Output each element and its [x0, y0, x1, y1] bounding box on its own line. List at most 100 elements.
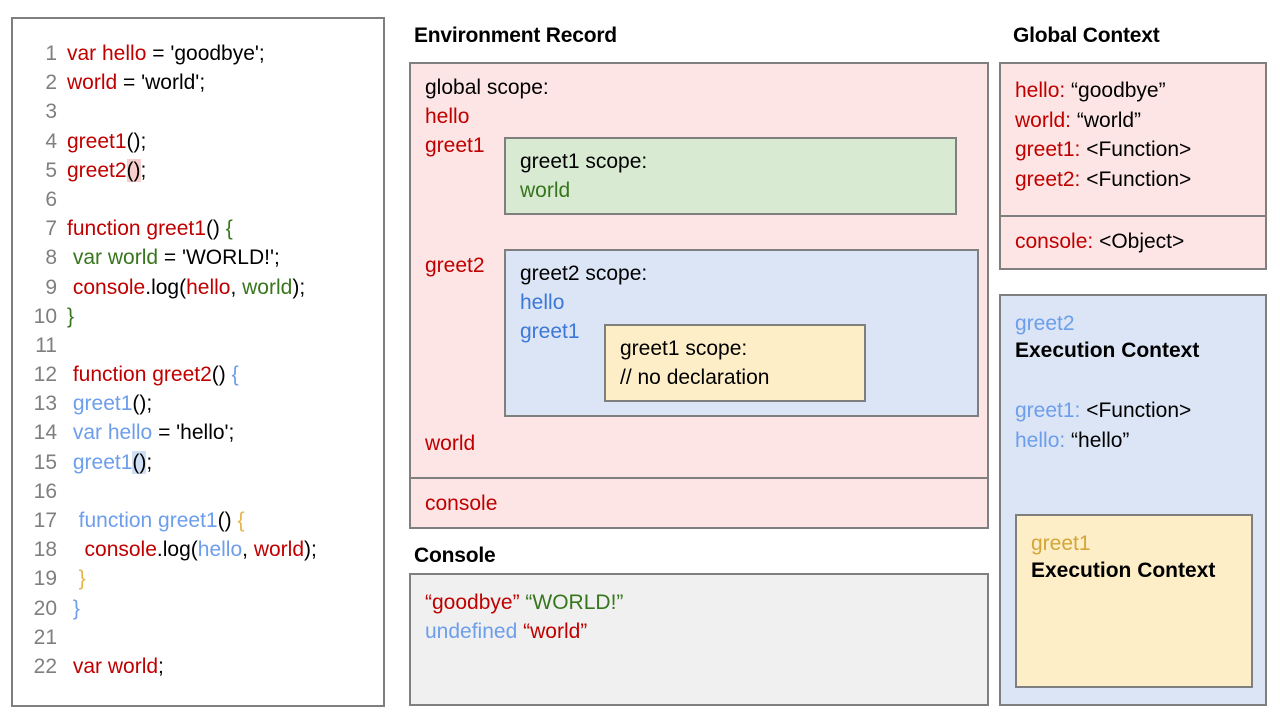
code-line-number: 18 [33, 538, 57, 562]
greet2-execution-context-name: greet2 [1015, 312, 1075, 335]
code-line: 9 console.log(hello, world); [13, 273, 383, 302]
code-token: () [132, 450, 147, 474]
code-token [67, 538, 85, 561]
context-entry-value: <Function> [1086, 138, 1192, 161]
code-token: () [205, 217, 226, 241]
code-token: () [217, 509, 238, 532]
greet1-execution-context-box: greet1 Execution Context [1015, 514, 1253, 688]
code-line: 21 [13, 623, 383, 652]
code-line-text: var world; [57, 652, 164, 681]
code-token: “world” [523, 620, 588, 643]
code-line-number: 15 [33, 450, 57, 474]
code-token: var world [72, 654, 159, 678]
code-token: = 'goodbye'; [146, 42, 265, 65]
code-line: 11 [13, 331, 383, 360]
code-line-number: 14 [33, 421, 57, 445]
code-line-number: 6 [45, 187, 57, 211]
code-token: world [253, 538, 304, 562]
code-line: 13 greet1(); [13, 389, 383, 418]
code-token: hello [197, 538, 243, 562]
code-token: } [67, 304, 75, 328]
code-token: var hello [67, 42, 147, 65]
context-entry: greet1: <Function> [1015, 135, 1191, 165]
code-token: var hello [72, 421, 153, 445]
context-entry: greet1: <Function> [1015, 396, 1191, 426]
code-token: “goodbye” [425, 591, 520, 614]
code-line-text: var world = 'WORLD!'; [57, 243, 280, 272]
code-token: greet2 [67, 158, 127, 182]
code-token: hello [186, 275, 231, 299]
global-context-divider [1001, 215, 1265, 217]
code-line-text: greet2(); [57, 156, 146, 185]
code-token: { [231, 363, 239, 387]
code-line-text: } [57, 594, 80, 623]
code-token: console [72, 275, 146, 299]
code-line-number: 2 [45, 71, 57, 95]
greet1-inner-scope-box: greet1 scope: // no declaration [604, 324, 866, 402]
context-entry: console: <Object> [1015, 227, 1184, 257]
code-line-number: 19 [33, 567, 57, 591]
global-var-hello: hello [425, 105, 470, 128]
code-token: { [237, 509, 245, 532]
code-token: world [242, 275, 293, 299]
code-token: (); [132, 392, 153, 416]
code-line-text: var hello = 'goodbye'; [57, 39, 265, 68]
code-token: = 'hello'; [152, 421, 235, 445]
code-token: () [211, 363, 232, 387]
context-entry-value: “world” [1076, 108, 1142, 132]
environment-record-title: Environment Record [414, 24, 617, 47]
console-line: undefined “world” [425, 617, 623, 646]
code-line-number: 8 [45, 246, 57, 270]
code-line-number: 1 [45, 42, 57, 65]
greet2-scope-var-greet1: greet1 [520, 320, 580, 343]
code-token: function greet1 [67, 217, 206, 241]
code-line-text: var hello = 'hello'; [57, 418, 235, 447]
code-token: .log( [145, 275, 187, 299]
code-line-number: 20 [33, 596, 57, 620]
greet1-execution-context-heading: Execution Context [1031, 559, 1216, 582]
code-token: , [230, 275, 243, 299]
context-entry-value: <Function> [1086, 167, 1192, 191]
greet1-scope-box: greet1 scope: world [504, 137, 957, 215]
code-token: ); [304, 538, 317, 562]
greet2-execution-context-heading: Execution Context [1015, 339, 1200, 362]
code-token: { [225, 217, 233, 241]
environment-record-divider [411, 477, 987, 479]
context-entry: world: “world” [1015, 106, 1191, 136]
global-context-entry-list: hello: “goodbye”world: “world”greet1: <F… [1015, 76, 1191, 194]
context-entry-key: greet1: [1015, 138, 1087, 161]
code-token: ; [140, 158, 147, 182]
code-line: 20 } [13, 594, 383, 623]
code-line-text: greet1(); [57, 127, 146, 156]
context-entry-value: <Object> [1099, 230, 1185, 253]
context-entry: hello: “hello” [1015, 426, 1191, 456]
code-token: = 'WORLD!'; [158, 246, 280, 270]
context-entry: greet2: <Function> [1015, 165, 1191, 195]
code-line-text: console.log(hello, world); [57, 273, 305, 302]
greet2-scope-box: greet2 scope: hello greet1 greet1 scope:… [504, 249, 979, 417]
code-line-number: 5 [45, 158, 57, 182]
greet1-inner-scope-note: // no declaration [620, 366, 770, 389]
context-entry-key: console: [1015, 230, 1100, 253]
context-entry-value: <Function> [1086, 399, 1192, 422]
code-line-text: function greet1() { [57, 214, 233, 243]
context-entry-key: world: [1015, 108, 1077, 132]
code-line-text: world = 'world'; [57, 68, 205, 97]
console-title: Console [414, 544, 496, 567]
code-line: 17 function greet1() { [13, 506, 383, 535]
code-token: () [126, 158, 141, 182]
code-line-number: 12 [33, 363, 57, 387]
code-token [67, 509, 79, 532]
code-token [67, 567, 79, 590]
greet1-inner-scope-label: greet1 scope: [620, 337, 748, 360]
code-line: 19 } [13, 564, 383, 593]
code-line-number: 17 [33, 509, 57, 532]
code-token: function greet2 [72, 363, 212, 387]
code-line: 10} [13, 302, 383, 331]
